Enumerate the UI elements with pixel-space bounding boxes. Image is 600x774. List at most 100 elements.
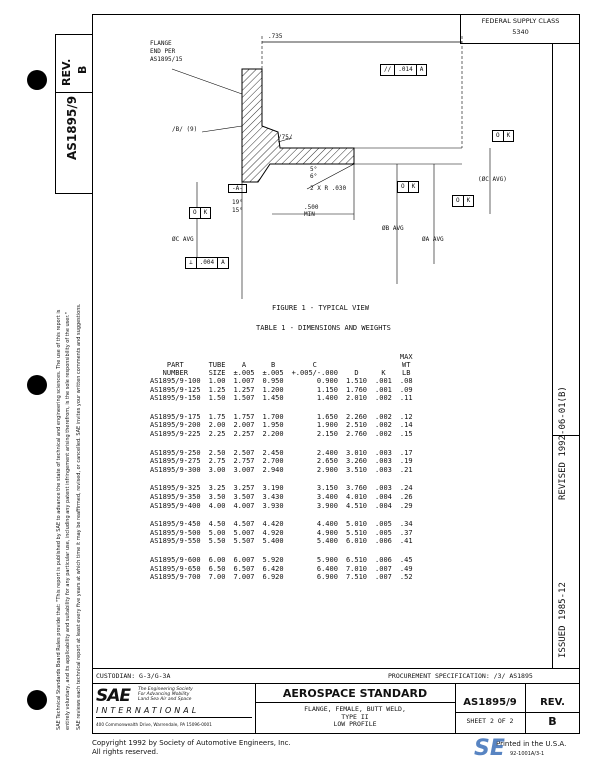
table-cell: 2.010 — [345, 394, 368, 403]
table-cell: 7.007 — [233, 573, 255, 582]
table-cell: 1.400 — [316, 394, 338, 403]
table-cell: AS1895/9-275 — [150, 457, 201, 466]
sae-logo: SAE — [96, 686, 131, 706]
supply-class-box: FEDERAL SUPPLY CLASS 5340 — [460, 14, 580, 44]
table-cell: 5.007 — [233, 528, 255, 537]
table-cell: 2.940 — [262, 465, 284, 474]
table-cell: AS1895/9-400 — [150, 501, 201, 510]
table-cell: 2.760 — [345, 429, 368, 438]
footer-rev-letter: B — [548, 715, 557, 728]
table-cell: 3.190 — [262, 484, 284, 493]
table-cell: AS1895/9-300 — [150, 465, 201, 474]
table-cell: 2.700 — [262, 457, 284, 466]
table-cell: 3.260 — [345, 457, 368, 466]
disclaimer-line-1: SAE Technical Standards Board Rules prov… — [56, 309, 62, 730]
table-cell: 3.50 — [208, 492, 226, 501]
table-cell: 1.700 — [262, 412, 284, 421]
footer-rev-label: REV. — [540, 697, 565, 708]
table-cell: 0.900 — [316, 377, 338, 385]
dim-5deg: 5° — [310, 166, 318, 173]
table-cell: .37 — [399, 528, 413, 537]
table-cell: 4.50 — [208, 520, 226, 529]
spine-rev-label: REV. — [60, 58, 73, 86]
table-cell: 3.257 — [233, 484, 255, 493]
table-cell: .11 — [399, 394, 413, 403]
dim-735: .735 — [268, 33, 283, 40]
table-cell: 3.25 — [208, 484, 226, 493]
phi-b-avg: ØB AVG — [382, 225, 404, 232]
dc-avg: (ØC AVG) — [478, 176, 507, 183]
table-group-gap — [146, 546, 417, 556]
table-cell: 4.510 — [345, 501, 368, 510]
table-cell: .002 — [375, 394, 392, 403]
standard-desc: FLANGE, FEMALE, BUTT WELD, TYPE II LOW P… — [304, 705, 406, 728]
table-cell: 2.450 — [262, 448, 284, 457]
table-cell: 5.900 — [316, 555, 338, 564]
col-c: C+.005/-.000 — [291, 361, 338, 377]
table-cell: .006 — [375, 555, 392, 564]
table-cell: 2.25 — [208, 429, 226, 438]
table-cell: 2.50 — [208, 448, 226, 457]
table-cell: .29 — [399, 501, 413, 510]
table-cell: .14 — [399, 421, 413, 430]
table-cell: 5.00 — [208, 528, 226, 537]
label-75: /75/ — [278, 134, 293, 141]
table-cell: 1.760 — [345, 385, 368, 394]
print-code: 92-1001A/3-1 — [510, 751, 545, 757]
table-cell: .21 — [399, 465, 413, 474]
table-cell: 1.450 — [262, 394, 284, 403]
table-cell: .004 — [375, 501, 392, 510]
table-cell: .15 — [399, 429, 413, 438]
table-cell: 5.010 — [345, 520, 368, 529]
table-cell: .52 — [399, 573, 413, 582]
revised-date: REVISED 1992-06-01(B) — [558, 386, 568, 500]
table-cell: AS1895/9-450 — [150, 520, 201, 529]
col-d: D — [354, 369, 359, 377]
table-cell: 2.757 — [233, 457, 255, 466]
table-cell: 1.510 — [345, 377, 368, 385]
table-cell: .003 — [375, 448, 392, 457]
table-cell: 1.00 — [208, 377, 226, 385]
custodian: CUSTODIAN: G-3/G-3A — [96, 672, 171, 680]
punch-hole-bottom — [27, 690, 47, 710]
table-cell: 3.400 — [316, 492, 338, 501]
issued-date: ISSUED 1985-12 — [558, 582, 568, 658]
table-cell: 3.510 — [345, 465, 368, 474]
dim-2xr: 2 X R .030 — [310, 185, 347, 192]
footer-doc-number: AS1895/9 — [463, 697, 517, 708]
disclaimer-line-2: entirely voluntary, and its applicabilit… — [65, 312, 71, 730]
table-cell: 5.510 — [345, 528, 368, 537]
table-cell: 2.200 — [262, 429, 284, 438]
sae-address: 400 Commonwealth Drive, Warrendale, PA 1… — [96, 722, 212, 727]
sae-international: INTERNATIONAL — [96, 706, 200, 715]
table-cell: 5.400 — [316, 537, 338, 546]
table-cell: 1.75 — [208, 412, 226, 421]
table-cell: .24 — [399, 484, 413, 493]
table-cell: .09 — [399, 385, 413, 394]
table-cell: 7.510 — [345, 573, 368, 582]
dim-15: 15° — [232, 207, 243, 214]
table-cell: AS1895/9-100 — [150, 377, 201, 385]
dim-500: .500 — [304, 204, 319, 211]
table-cell: 3.007 — [233, 465, 255, 474]
table-cell: 2.150 — [316, 429, 338, 438]
table-group-gap — [146, 439, 417, 449]
table-cell: 4.007 — [233, 501, 255, 510]
table-cell: 2.260 — [345, 412, 368, 421]
table-cell: 2.510 — [345, 421, 368, 430]
table-cell: .26 — [399, 492, 413, 501]
supply-class-value: 5340 — [512, 28, 529, 36]
table-cell: .41 — [399, 537, 413, 546]
standard-title: AEROSPACE STANDARD — [282, 687, 428, 700]
punch-hole-middle — [27, 375, 47, 395]
